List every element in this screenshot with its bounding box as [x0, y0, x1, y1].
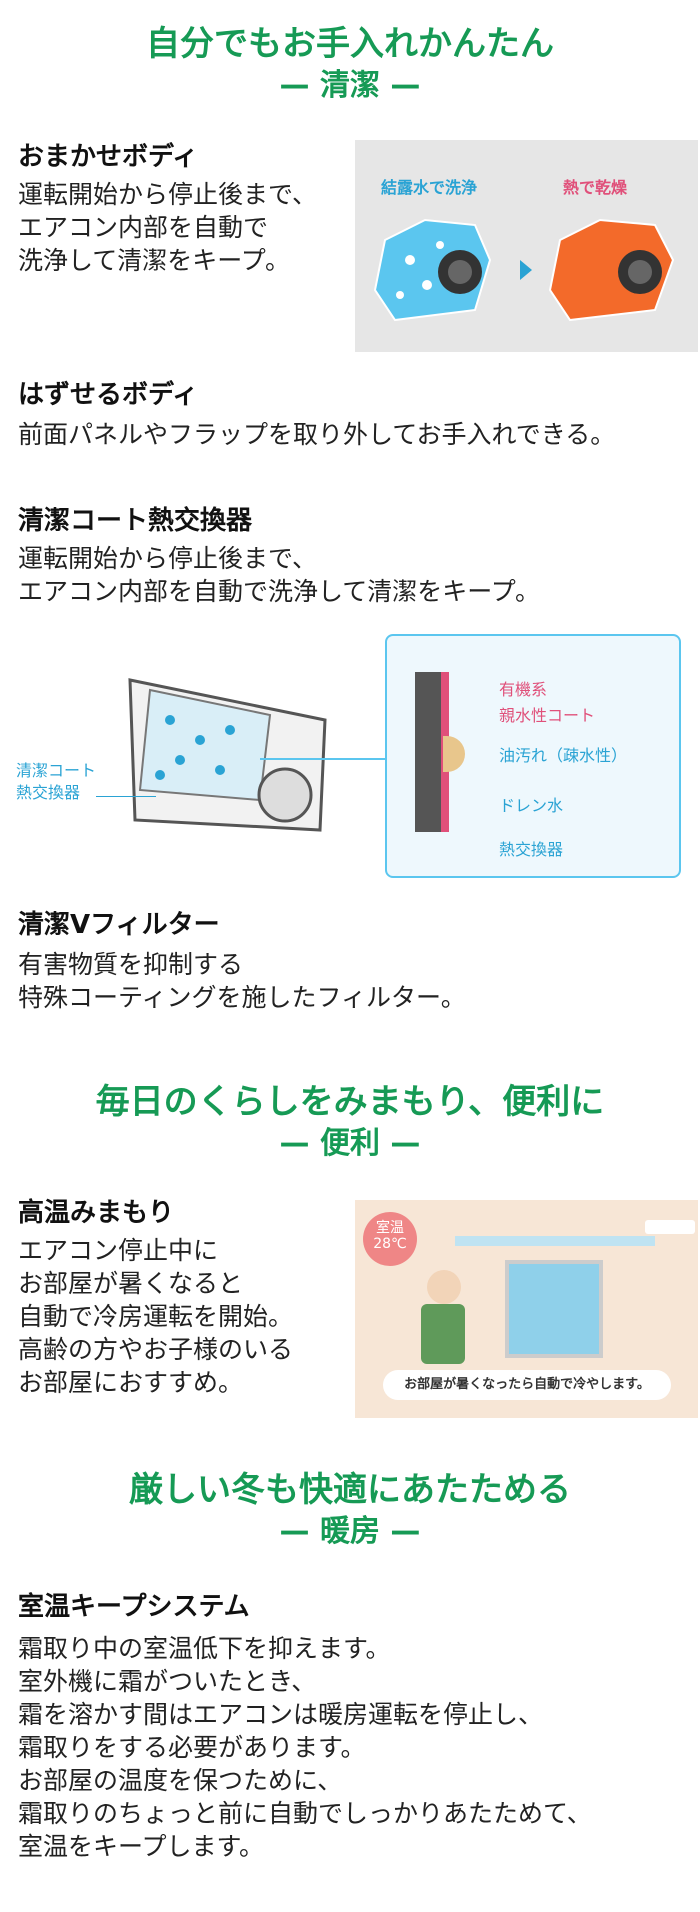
- blue-unit-icon: [373, 218, 492, 322]
- heading-temp-keep: 室温キープシステム: [18, 1592, 250, 1622]
- text-omakase-body: 運転開始から停止後まで、 エアコン内部を自動で 洗浄して清潔をキープ。: [18, 180, 318, 275]
- heat-exchanger-diagram: 有機系 親水性コート 油汚れ（疎水性） ドレン水 熱交換器: [385, 634, 681, 878]
- arrow-right-icon: [520, 260, 532, 280]
- section-subtitle-heating: — 暖房 —: [279, 1514, 421, 1549]
- window-icon: [505, 1260, 603, 1358]
- text-v-filter: 有害物質を抑制する 特殊コーティングを施したフィルター。: [18, 950, 466, 1012]
- wash-dry-image: 結露水で洗浄 熱で乾燥: [355, 140, 698, 352]
- wash-dry-illustration: [373, 218, 675, 322]
- ac-unit-icon: [645, 1220, 695, 1234]
- room-temp-badge: 室温 28℃: [363, 1212, 417, 1266]
- orange-unit-icon: [548, 218, 675, 322]
- oil-stain: [443, 736, 465, 772]
- person-head-icon: [427, 1270, 461, 1304]
- label-drain: ドレン水: [499, 796, 564, 815]
- label-organic: 有機系: [499, 680, 548, 699]
- heading-removable-body: はずせるボディ: [18, 380, 199, 410]
- exchanger-plate: [415, 672, 441, 832]
- label-hydrophilic: 親水性コート: [499, 706, 596, 725]
- callout-clean-coat: 清潔コート 熱交換器: [16, 761, 97, 802]
- callout-line: [96, 796, 156, 797]
- wash-label: 結露水で洗浄: [381, 178, 478, 197]
- section-title-heating: 厳しい冬も快適にあたためる: [129, 1470, 571, 1510]
- room-image: 室温 28℃ お部屋が暑くなったら自動で冷やします。: [355, 1200, 698, 1418]
- person-body-icon: [421, 1304, 465, 1364]
- label-exchanger: 熱交換器: [499, 840, 564, 859]
- text-high-temp: エアコン停止中に お部屋が暑くなると 自動で冷房運転を開始。 高齢の方やお子様の…: [18, 1236, 294, 1397]
- text-clean-coat: 運転開始から停止後まで、 エアコン内部を自動で洗浄して清潔をキープ。: [18, 544, 541, 606]
- cool-air-stripe: [455, 1236, 655, 1246]
- text-temp-keep: 霜取り中の室温低下を抑えます。 室外機に霜がついたとき、 霜を溶かす間はエアコン…: [18, 1634, 592, 1861]
- room-caption: お部屋が暑くなったら自動で冷やします。: [383, 1370, 671, 1400]
- section-title-convenience: 毎日のくらしをみまもり、便利に: [95, 1082, 605, 1122]
- section-title-cleanliness: 自分でもお手入れかんたん: [146, 24, 554, 64]
- ac-unit-illustration: [128, 678, 327, 832]
- heading-v-filter: 清潔Vフィルター: [18, 910, 220, 940]
- section-subtitle-convenience: — 便利 —: [279, 1126, 421, 1161]
- dry-label: 熱で乾燥: [563, 178, 628, 197]
- section-subtitle-cleanliness: — 清潔 —: [279, 68, 421, 103]
- zoom-line: [260, 758, 386, 760]
- heading-omakase-body: おまかせボディ: [18, 142, 199, 172]
- text-removable-body: 前面パネルやフラップを取り外してお手入れできる。: [18, 420, 616, 449]
- heading-clean-coat: 清潔コート熱交換器: [18, 506, 253, 536]
- heading-high-temp: 高温みまもり: [18, 1198, 175, 1228]
- label-oil: 油汚れ（疎水性）: [499, 746, 628, 765]
